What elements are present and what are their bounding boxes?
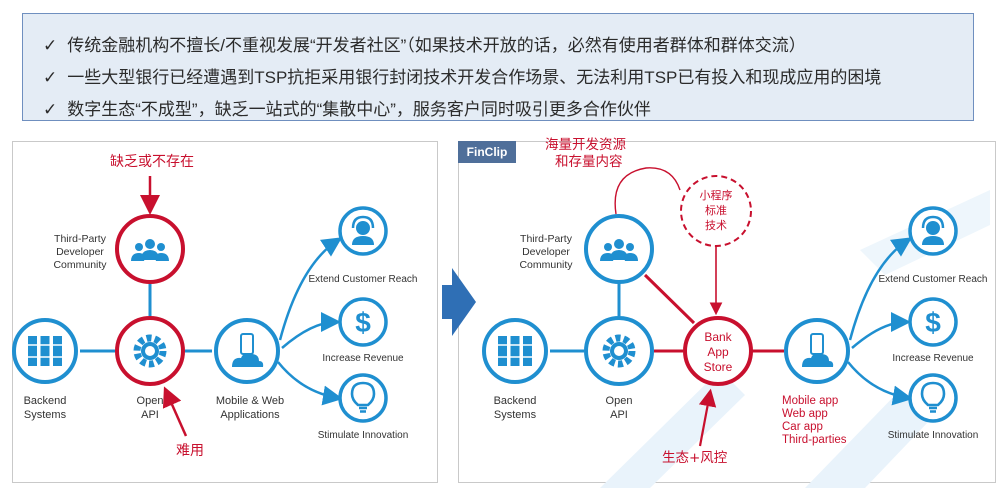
arrow-to-reach bbox=[848, 237, 913, 341]
note-resources-line2: 和存量内容 bbox=[555, 153, 623, 170]
innovation-node bbox=[908, 373, 958, 423]
backend-label-line1: Backend bbox=[24, 395, 67, 407]
apps-label-line2: Applications bbox=[220, 409, 280, 421]
revenue-label: Increase Revenue bbox=[892, 353, 974, 364]
connector-line bbox=[643, 273, 696, 325]
left-diagram: Backend Systems Open API Third-Party Dev… bbox=[12, 154, 418, 459]
bullet-2: ✓一些大型银行已经遭遇到TSP抗拒采用银行封闭技术开发合作场景、无法利用TSP已… bbox=[43, 68, 882, 87]
apps-label-line1: Mobile & Web bbox=[216, 395, 284, 407]
bank-app-store-node bbox=[683, 316, 753, 386]
arrow-to-reach bbox=[278, 237, 343, 341]
channel-mobile: Mobile app bbox=[782, 395, 838, 407]
backend-label-line2: Systems bbox=[494, 409, 537, 421]
note-standard-line2: 标准 bbox=[705, 203, 727, 217]
revenue-label: Increase Revenue bbox=[322, 353, 404, 364]
api-label-line1: Open bbox=[606, 395, 633, 407]
reach-label: Extend Customer Reach bbox=[879, 274, 988, 285]
community-label-line1: Third-Party bbox=[520, 233, 573, 245]
server-icon bbox=[27, 335, 63, 367]
check-icon: ✓ bbox=[43, 36, 58, 55]
background-chevron-shape bbox=[600, 370, 745, 488]
innovation-label: Stimulate Innovation bbox=[888, 430, 979, 441]
note-standard-line1: 小程序 bbox=[700, 188, 733, 202]
check-icon: ✓ bbox=[43, 68, 58, 87]
note-ecosystem: 生态+风控 bbox=[662, 450, 728, 466]
transition-arrow bbox=[442, 268, 476, 336]
note-hard-to-use: 难用 bbox=[176, 443, 204, 459]
store-label-line1: Bank bbox=[704, 330, 732, 344]
backend-label-line2: Systems bbox=[24, 409, 67, 421]
channel-third-parties: Third-parties bbox=[782, 434, 847, 446]
store-label-line2: App bbox=[707, 345, 729, 359]
problem-summary-box: ✓传统金融机构不擅长/不重视发展“开发者社区”（如果技术开放的话，必然有使用者群… bbox=[22, 13, 974, 121]
note-standard-line3: 技术 bbox=[705, 219, 727, 232]
arrow-to-innovation bbox=[847, 361, 913, 406]
api-label-line1: Open bbox=[137, 395, 164, 407]
community-label-line2: Developer bbox=[522, 246, 570, 258]
server-icon bbox=[497, 335, 533, 367]
api-label-line2: API bbox=[141, 409, 159, 421]
community-label-line3: Community bbox=[53, 259, 107, 271]
channel-web: Web app bbox=[782, 408, 828, 420]
arrow-to-innovation bbox=[277, 361, 343, 406]
revenue-node bbox=[338, 297, 388, 347]
finclip-badge: FinClip bbox=[458, 141, 516, 163]
right-diagram: Backend Systems Open API Third-Party Dev… bbox=[482, 137, 988, 466]
background-chevron-shape bbox=[805, 390, 930, 488]
dollar-icon: $ bbox=[925, 307, 941, 338]
arrow-to-revenue bbox=[851, 312, 911, 349]
note-resources-curve bbox=[614, 167, 681, 215]
note-hard-arrow bbox=[162, 386, 188, 437]
note-resources-line1: 海量开发资源 bbox=[545, 137, 626, 153]
innovation-node bbox=[338, 373, 388, 423]
community-label-line1: Third-Party bbox=[54, 233, 107, 245]
apps-node bbox=[214, 318, 280, 384]
innovation-label: Stimulate Innovation bbox=[318, 430, 409, 441]
dollar-icon: $ bbox=[355, 307, 371, 338]
bullet-3: ✓数字生态“不成型”，缺乏一站式的“集散中心”，服务客户同时吸引更多合作伙伴 bbox=[43, 100, 651, 119]
arrow-to-revenue bbox=[281, 312, 341, 349]
community-label-line2: Developer bbox=[56, 246, 104, 258]
check-icon: ✓ bbox=[43, 100, 58, 119]
apps-node bbox=[784, 318, 850, 384]
note-missing: 缺乏或不存在 bbox=[110, 154, 194, 170]
api-label-line2: API bbox=[610, 409, 628, 421]
bullet-1: ✓传统金融机构不擅长/不重视发展“开发者社区”（如果技术开放的话，必然有使用者群… bbox=[43, 36, 806, 55]
reach-label: Extend Customer Reach bbox=[309, 274, 418, 285]
backend-label-line1: Backend bbox=[494, 395, 537, 407]
channel-car: Car app bbox=[782, 421, 823, 433]
note-ecosystem-arrow bbox=[698, 388, 717, 447]
community-label-line3: Community bbox=[519, 259, 573, 271]
revenue-node bbox=[908, 297, 958, 347]
store-label-line3: Store bbox=[704, 360, 733, 374]
